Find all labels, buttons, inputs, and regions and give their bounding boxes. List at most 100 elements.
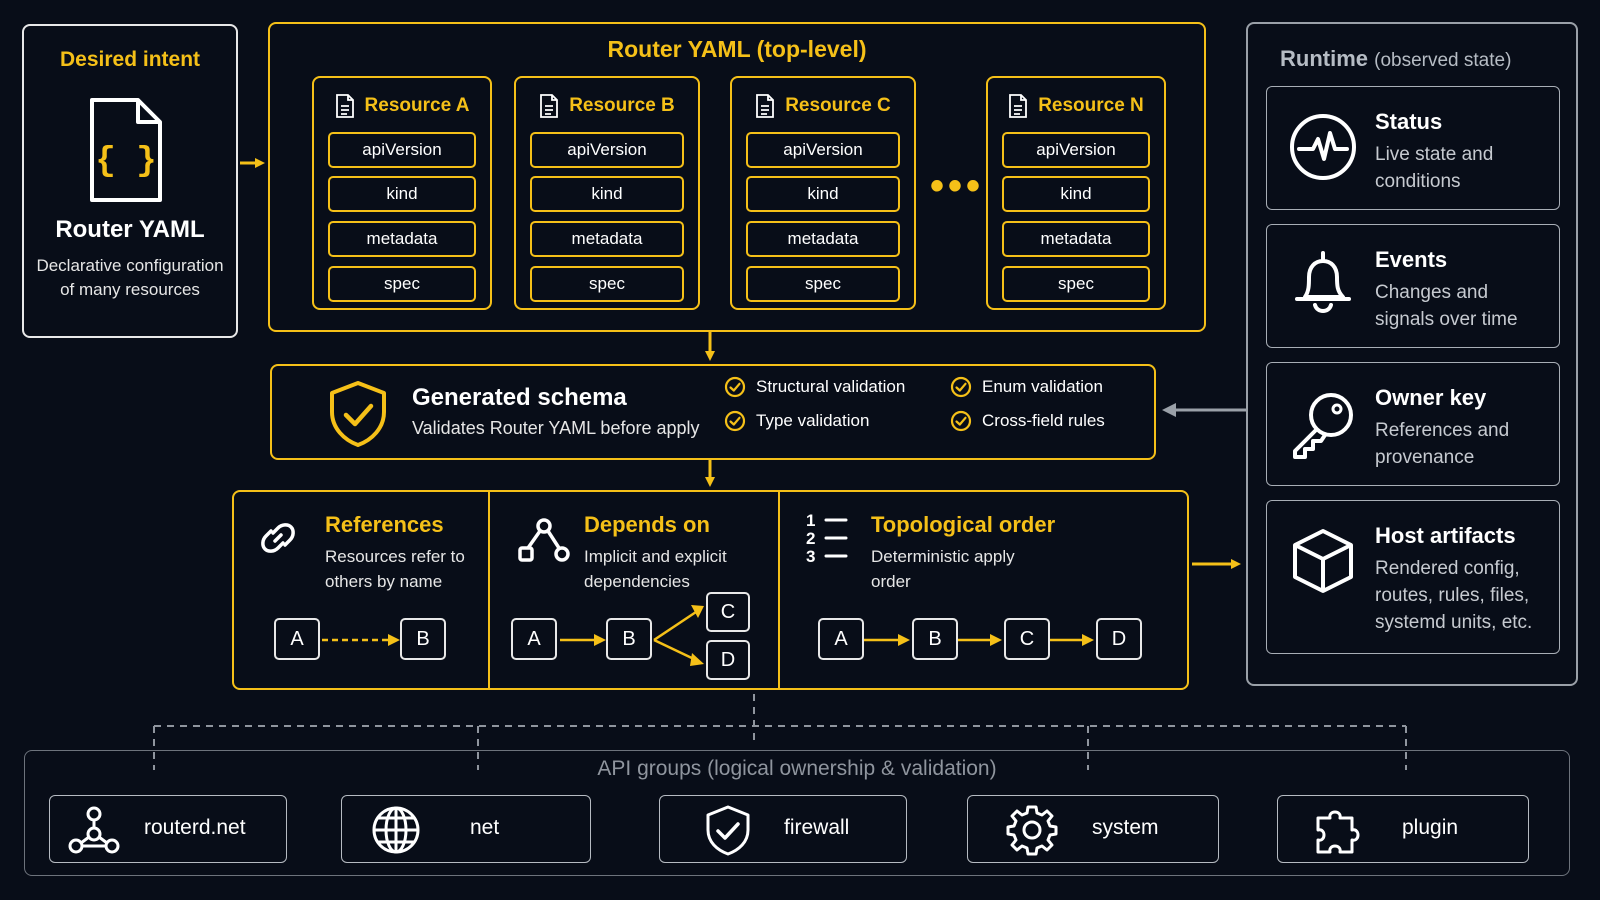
- globe-icon: [372, 806, 420, 854]
- runtime-card-name: Owner key: [1375, 385, 1487, 410]
- topological-arrows: [864, 634, 1094, 646]
- runtime-panel: Runtime (observed state) Status Live sta…: [1246, 22, 1578, 686]
- api-group-system[interactable]: system: [967, 795, 1219, 863]
- resource-card-a[interactable]: Resource A apiVersion kind metadata spec: [312, 76, 492, 310]
- api-group-net[interactable]: net: [341, 795, 591, 863]
- section-divider: [488, 492, 490, 688]
- desired-intent-title: Desired intent: [59, 48, 201, 71]
- depends-on-description: Implicit and explicit dependencies: [584, 547, 727, 591]
- numbered-list-icon: 1 2 3: [806, 511, 848, 566]
- check-enum: Enum validation: [950, 376, 1103, 398]
- api-group-label: plugin: [1402, 816, 1459, 839]
- runtime-card-name: Events: [1375, 247, 1448, 272]
- field-apiversion: apiVersion: [530, 132, 684, 168]
- runtime-card-status[interactable]: Status Live state and conditions: [1266, 86, 1560, 210]
- dep-node-d: D: [706, 640, 750, 680]
- gear-icon: [1006, 805, 1058, 856]
- check-circle-icon: [724, 410, 746, 432]
- document-icon: [1009, 94, 1028, 118]
- api-group-plugin[interactable]: plugin: [1277, 795, 1529, 863]
- runtime-card-events[interactable]: Events Changes and signals over time: [1266, 224, 1560, 348]
- schema-description: Validates Router YAML before apply: [412, 418, 700, 438]
- shield-check-icon: [706, 805, 750, 856]
- runtime-card-description: Live state and conditions: [1375, 144, 1494, 192]
- puzzle-icon: [1316, 810, 1360, 854]
- topo-node-c: C: [1004, 618, 1050, 660]
- topo-node-b: B: [912, 618, 958, 660]
- network-nodes-icon: [68, 806, 120, 854]
- intent-description: Declarative configuration of many resour…: [36, 256, 224, 299]
- resource-card-b[interactable]: Resource B apiVersion kind metadata spec: [514, 76, 700, 310]
- desired-intent-panel: Desired intent { } Router YAML Declarati…: [22, 24, 238, 338]
- section-divider: [778, 492, 780, 688]
- check-circle-icon: [950, 410, 972, 432]
- resource-card-c[interactable]: Resource C apiVersion kind metadata spec: [730, 76, 916, 310]
- more-resources-ellipsis: •••: [930, 164, 985, 208]
- dep-node-b: B: [606, 618, 652, 660]
- check-label: Structural validation: [756, 377, 906, 396]
- check-circle-icon: [724, 376, 746, 398]
- api-group-routerd-net[interactable]: routerd.net: [49, 795, 287, 863]
- resource-card-n[interactable]: Resource N apiVersion kind metadata spec: [986, 76, 1166, 310]
- api-group-label: routerd.net: [144, 816, 246, 839]
- check-circle-icon: [950, 376, 972, 398]
- runtime-card-description: References and provenance: [1375, 420, 1510, 468]
- runtime-subtitle: (observed state): [1374, 50, 1512, 71]
- runtime-card-host-artifacts[interactable]: Host artifacts Rendered config, routes, …: [1266, 500, 1560, 654]
- resource-name: Resource B: [569, 95, 675, 116]
- field-metadata: metadata: [530, 221, 684, 257]
- runtime-card-owner-key[interactable]: Owner key References and provenance: [1266, 362, 1560, 486]
- intent-router-yaml-label: Router YAML: [55, 216, 205, 243]
- references-title: References: [325, 512, 444, 537]
- resource-name: Resource C: [785, 95, 891, 116]
- generated-schema-panel: Generated schema Validates Router YAML b…: [270, 364, 1156, 460]
- bell-icon: [1295, 251, 1351, 313]
- runtime-card-name: Status: [1375, 109, 1443, 134]
- references-description: Resources refer to others by name: [325, 547, 465, 591]
- dependency-graph-icon: [518, 518, 570, 562]
- cube-icon: [1293, 529, 1353, 593]
- check-label: Enum validation: [982, 377, 1103, 396]
- field-kind: kind: [328, 176, 476, 212]
- field-apiversion: apiVersion: [328, 132, 476, 168]
- field-metadata: metadata: [1002, 221, 1150, 257]
- field-spec: spec: [746, 266, 900, 302]
- dep-node-c: C: [706, 592, 750, 632]
- runtime-card-description: Rendered config, routes, rules, files, s…: [1375, 558, 1533, 633]
- dep-node-a: A: [511, 618, 557, 660]
- topo-node-d: D: [1096, 618, 1142, 660]
- field-metadata: metadata: [746, 221, 900, 257]
- check-structural: Structural validation: [724, 376, 905, 398]
- topo-node-a: A: [818, 618, 864, 660]
- depends-on-arrows: [560, 605, 704, 666]
- svg-text:{ }: { }: [95, 143, 156, 181]
- document-icon: [335, 94, 354, 118]
- field-apiversion: apiVersion: [1002, 132, 1150, 168]
- api-group-firewall[interactable]: firewall: [659, 795, 907, 863]
- field-metadata: metadata: [328, 221, 476, 257]
- link-icon: [261, 523, 295, 553]
- shield-check-icon: [330, 381, 386, 447]
- document-icon: [540, 94, 559, 118]
- check-type: Type validation: [724, 410, 869, 432]
- api-group-label: firewall: [784, 816, 850, 839]
- api-groups-panel: API groups (logical ownership & validati…: [24, 750, 1570, 876]
- check-label: Cross-field rules: [982, 411, 1105, 430]
- field-kind: kind: [530, 176, 684, 212]
- router-yaml-heading: Router YAML (top-level): [607, 36, 867, 62]
- ref-node-a: A: [274, 618, 320, 660]
- schema-title: Generated schema: [412, 384, 627, 411]
- field-spec: spec: [530, 266, 684, 302]
- api-group-label: net: [470, 816, 500, 839]
- runtime-title: Runtime (observed state): [1280, 46, 1511, 72]
- list-number: 2: [806, 529, 815, 548]
- list-number: 1: [806, 511, 815, 530]
- check-cross-field: Cross-field rules: [950, 410, 1105, 432]
- runtime-title-main: Runtime: [1280, 46, 1368, 71]
- runtime-card-description: Changes and signals over time: [1375, 282, 1518, 330]
- field-apiversion: apiVersion: [746, 132, 900, 168]
- key-icon: [1293, 393, 1353, 459]
- ref-node-b: B: [400, 618, 446, 660]
- list-number: 3: [806, 547, 815, 566]
- pulse-icon: [1290, 114, 1356, 180]
